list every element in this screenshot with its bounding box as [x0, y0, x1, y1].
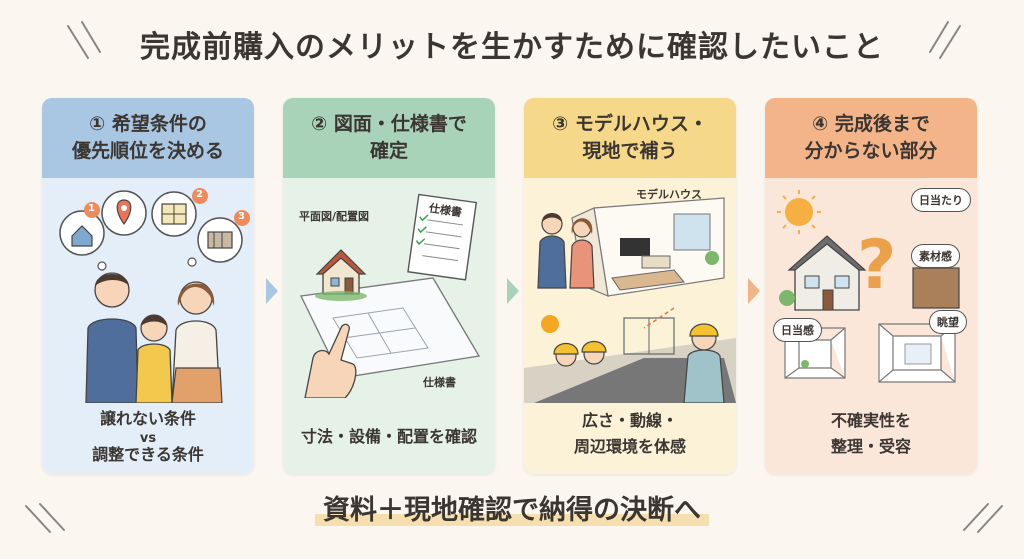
caption-line1: 不確実性を: [830, 411, 911, 430]
panel-heading: ① 希望条件の 優先順位を決める: [42, 98, 254, 178]
family-thinking-illustration: [59, 188, 250, 403]
panel-heading: ④ 完成後まで 分からない部分: [765, 98, 977, 178]
panel-documents: ② 図面・仕様書で 確定: [283, 98, 495, 474]
bubble-material: 素材感: [911, 244, 960, 268]
panel-heading: ③ モデルハウス・ 現地で補う: [524, 98, 736, 178]
caption-line1: 譲れない条件: [99, 409, 196, 428]
panel-body: ? 日当たり 素材感 日当感 眺望 不確実性を 整理・受容: [765, 178, 977, 474]
blueprint-illustration: [300, 193, 481, 398]
conclusion-text: 資料＋現地確認で納得の決断へ: [315, 495, 709, 526]
spec-label: 仕様書: [423, 376, 456, 389]
model-house-label: モデルハウス: [636, 188, 702, 201]
decorative-strokes-bottom-left: [25, 503, 65, 533]
flow-arrow-3: [748, 278, 760, 304]
bubble-sunlight: 日当たり: [911, 188, 971, 212]
badge-2: 2: [196, 189, 203, 200]
panel-model-house: ③ モデルハウス・ 現地で補う: [524, 98, 736, 474]
conclusion-banner: 資料＋現地確認で納得の決断へ: [0, 488, 1024, 527]
bubble-view: 眺望: [929, 310, 967, 334]
panel-unknowns: ④ 完成後まで 分からない部分 ?: [765, 98, 977, 474]
badge-3: 3: [238, 211, 245, 222]
panel-body: 1 2 3 譲れない条件 vs 調整できる条件: [42, 178, 254, 474]
page-title: 完成前購入のメリットを生かすために確認したいこと: [140, 30, 884, 65]
caption-line2: 周辺環境を体感: [573, 437, 686, 456]
badge-1: 1: [88, 203, 95, 214]
panel-caption: 寸法・設備・配置を確認: [300, 427, 477, 446]
panel-heading: ② 図面・仕様書で 確定: [283, 98, 495, 178]
panel-body: モデルハウス 広さ・動線・ 周辺環境を体感: [524, 178, 736, 474]
panel-body: 平面図/配置図 仕様書 仕様書 寸法・設備・配置を確認: [283, 178, 495, 474]
model-house-site-illustration: [524, 197, 736, 403]
panel-priority: ① 希望条件の 優先順位を決める: [42, 98, 254, 474]
flow-arrow-2: [507, 278, 519, 304]
bubble-light: 日当感: [773, 318, 822, 342]
flow-arrow-1: [266, 278, 278, 304]
caption-line1: 広さ・動線・: [581, 411, 678, 430]
plan-label: 平面図/配置図: [299, 210, 370, 223]
decorative-strokes-bottom-right: [963, 503, 1003, 533]
decorative-strokes-left: [67, 21, 101, 59]
decorative-strokes-right: [929, 21, 961, 59]
caption-vs: vs: [139, 431, 157, 446]
svg-text:?: ?: [857, 226, 896, 305]
caption-line2: 整理・受容: [830, 437, 911, 456]
caption-line3: 調整できる条件: [92, 445, 204, 464]
